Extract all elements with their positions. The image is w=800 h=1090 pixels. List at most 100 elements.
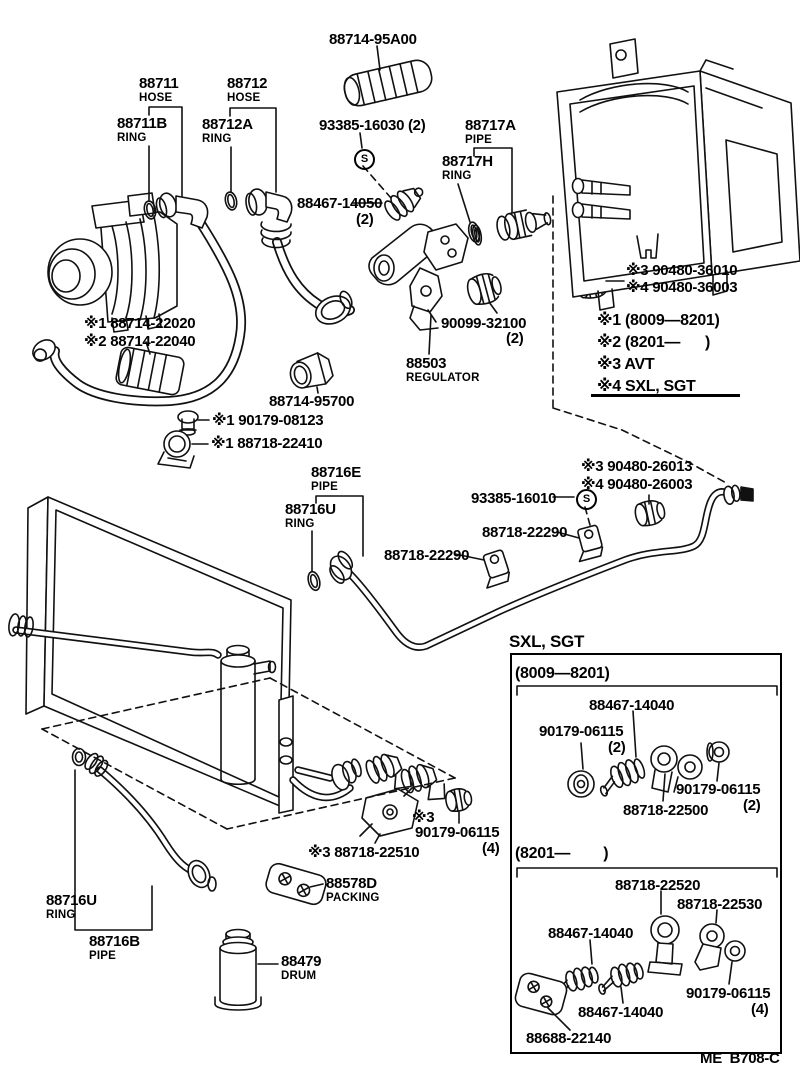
part-label-88718-22290-b: 88718-22290 [482, 524, 568, 541]
hose-88711-art [32, 192, 247, 407]
valve-block-88718-22510 [359, 787, 419, 837]
part-label-88467-14050-qty: (2) [356, 211, 374, 228]
hose-88714-95A00-art [343, 59, 433, 107]
evaporator-unit-art [556, 38, 800, 311]
ring-88712A-art [224, 191, 238, 211]
part-label-88714-95A00: 88714-95A00 [329, 31, 417, 48]
part-label-range-8201: (8201— ) [515, 845, 609, 862]
grommet-90179-06115-b-art [706, 741, 730, 763]
part-label-88714-22020: ※1 88714-22020 [84, 315, 196, 332]
clamp-88714-95700-art [289, 352, 334, 389]
part-label-88716E-sub: PIPE [311, 480, 339, 493]
elbow-fitting-2 [400, 763, 446, 801]
packing-88578D-art [265, 862, 327, 906]
legend-underline [591, 394, 740, 397]
fitting-88467-14040-a-art [599, 758, 646, 797]
fitting-88717A-art [496, 209, 552, 241]
part-label-88716U-a-sub: RING [285, 517, 315, 530]
condenser-art [8, 496, 354, 814]
grommet-90480-26013-art [634, 500, 666, 527]
part-label-88718-22520: 88718-22520 [615, 877, 701, 894]
part-label-90179-06115-d: 90179-06115 [686, 985, 771, 1002]
part-label-90480-26013: ※3 90480-26013 [581, 458, 693, 475]
bolt-90179-08123-art [177, 410, 199, 436]
part-label-88717H-sub: RING [442, 169, 472, 182]
part-label-90099-32100: 90099-32100 [441, 315, 527, 332]
part-label-88714-22040: ※2 88714-22040 [84, 333, 196, 350]
grommet-90099-32100-art [466, 272, 502, 306]
clamp-88718-22290-a-art [482, 549, 511, 589]
part-label-88712A-sub: RING [202, 132, 232, 145]
part-label-88578D-sub: PACKING [326, 891, 380, 904]
part-label-90480-36010: ※3 90480-36010 [626, 262, 738, 279]
joint-88718-22500-art [650, 745, 703, 793]
fitting-88467-14040-c-art [598, 962, 644, 995]
part-label-88467-14040-a: 88467-14040 [589, 697, 675, 714]
part-label-90179-06115-b: 90179-06115 [676, 781, 761, 798]
part-label-90179-06115-b-qty: (2) [743, 797, 761, 814]
part-label-88718-22290-a: 88718-22290 [384, 547, 470, 564]
part-label-88718-22500: 88718-22500 [623, 802, 709, 819]
part-label-88503-sub: REGULATOR [406, 371, 480, 384]
part-label-93385-16030: 93385-16030 (2) [319, 117, 426, 134]
part-label-88712-sub: HOSE [227, 91, 261, 104]
part-label-90179-06115-a-qty: (2) [608, 739, 626, 756]
screw-symbol-s-mark-1: S [354, 149, 375, 170]
hose-88711-end-fitting [32, 339, 56, 362]
grommet-90179-06115-d-art [724, 940, 746, 962]
part-label-footer-code: ME B708-C [700, 1050, 780, 1067]
part-label-90480-26003: ※4 90480-26003 [581, 476, 693, 493]
part-label-range-8009: (8009—8201) [515, 665, 610, 682]
ring-88717H-art [467, 221, 481, 243]
part-label-legend-4: ※4 SXL, SGT [597, 378, 696, 395]
sxl-sgt-variant-box [510, 653, 782, 1054]
part-label-88711B-sub: RING [117, 131, 147, 144]
clamp-88718-22290-b-art [577, 524, 604, 563]
part-label-sxl-header: SXL, SGT [509, 632, 585, 651]
ring-88716U-a-art [307, 570, 321, 592]
part-label-88467-14040-c: 88467-14040 [578, 1004, 664, 1021]
regulator-88503-art [368, 223, 469, 331]
pipe-88716E-fitting [329, 550, 354, 584]
part-label-90179-06115-a: 90179-06115 [539, 723, 624, 740]
eye-88718-22530-art [694, 923, 725, 971]
elbow-fitting-1 [365, 753, 412, 790]
part-label-legend-2: ※2 (8201— ) [597, 334, 711, 351]
part-label-88688-22140: 88688-22140 [526, 1030, 612, 1047]
part-label-88718-22410: ※1 88718-22410 [211, 435, 323, 452]
grommet-90179-06115-c-art [445, 788, 473, 813]
receiver-drier-art [220, 644, 277, 786]
ring-88711B-art [143, 200, 157, 220]
compressor-art [47, 192, 178, 333]
part-label-88717A-sub: PIPE [465, 133, 493, 146]
screw-symbol-s-mark-2: S [576, 489, 597, 510]
pipe-88716E-art [307, 484, 754, 651]
part-label-90099-32100-qty: (2) [506, 330, 524, 347]
pipe-88716B-art [71, 747, 217, 892]
eye-88718-22520-art [647, 915, 683, 976]
part-label-88716B-sub: PIPE [89, 949, 117, 962]
evaporator-pipe-studs [571, 177, 631, 220]
part-label-88467-14050: 88467-14050 [297, 195, 383, 212]
sxl-8201-parts-art [514, 915, 746, 1016]
part-label-88711-sub: HOSE [139, 91, 173, 104]
part-label-legend-3: ※3 AVT [597, 356, 655, 373]
part-label-88716U-b-sub: RING [46, 908, 76, 921]
leader-lines [74, 45, 778, 1031]
part-label-90179-06115-d-qty: (4) [751, 1001, 769, 1018]
lower-fitting-assembly-art [294, 753, 473, 837]
part-label-88718-22510: ※3 88718-22510 [308, 844, 420, 861]
part-label-93385-16010: 93385-16010 [471, 490, 557, 507]
